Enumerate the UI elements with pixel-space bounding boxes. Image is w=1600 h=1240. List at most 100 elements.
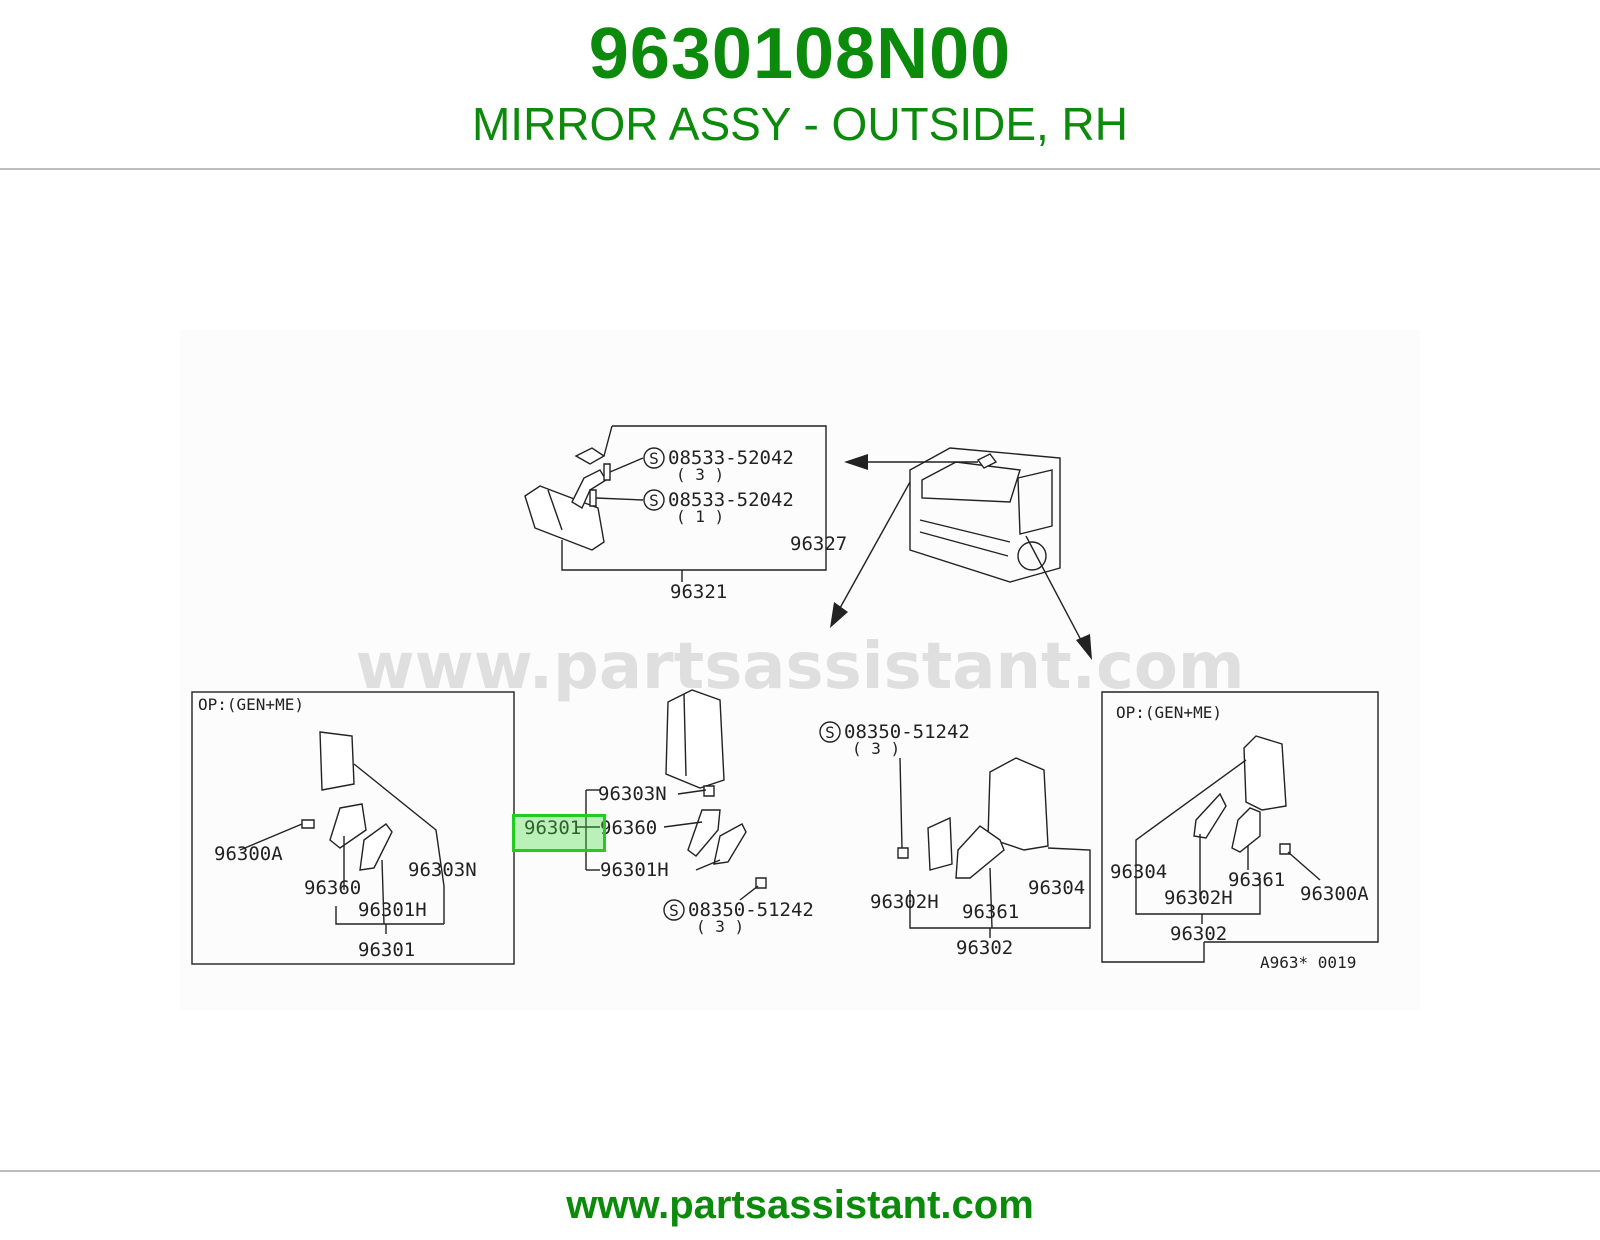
center-leader-96360 xyxy=(663,821,703,828)
right-mid-bracket-line xyxy=(909,847,1091,929)
arrow-to-right xyxy=(1025,535,1083,643)
page-header: 9630108N00 MIRROR ASSY - OUTSIDE, RH xyxy=(0,0,1600,170)
right-box-frame xyxy=(1101,691,1379,963)
leader-96301H-left xyxy=(381,859,385,925)
van-grille-icon xyxy=(919,519,1011,557)
right-mirror-head-icon xyxy=(1243,735,1287,811)
left-screw-icon xyxy=(301,819,315,829)
van-inner-mirror-icon xyxy=(976,453,998,469)
center-mirror-edge xyxy=(683,693,687,777)
center-leader-96303N xyxy=(677,789,707,795)
right-mid-plate-icon xyxy=(927,816,953,871)
s-symbol-text-4: S xyxy=(825,723,835,742)
label-96301-left: 96301 xyxy=(358,939,415,961)
base-leader xyxy=(603,425,613,457)
label-96361-mid: 96361 xyxy=(962,901,1019,923)
center-mirror-head-icon xyxy=(665,689,725,789)
left-bracket-base xyxy=(335,906,444,925)
label-96360-center: 96360 xyxy=(600,817,657,839)
s-symbol-text-3: S xyxy=(669,901,679,920)
leader-96361-mid xyxy=(989,867,993,929)
leader-96300A-right xyxy=(1287,851,1321,881)
label-96361-right: 96361 xyxy=(1228,869,1285,891)
footer-website-link[interactable]: www.partsassistant.com xyxy=(566,1183,1034,1227)
label-qty-1: ( 1 ) xyxy=(676,507,724,526)
van-wheel-icon xyxy=(1017,541,1047,571)
left-mirror-head-icon xyxy=(319,731,355,791)
label-96304-mid: 96304 xyxy=(1028,877,1085,899)
screw-leader-2 xyxy=(595,497,644,501)
label-96327: 96327 xyxy=(790,533,847,555)
arrowhead-inner xyxy=(844,454,868,470)
arrow-to-center xyxy=(839,481,911,609)
vehicle-sketch xyxy=(830,447,1092,660)
arrowhead-right xyxy=(1076,634,1092,660)
label-96302-right: 96302 xyxy=(1170,923,1227,945)
left-option-box: OP:(GEN+ME) 96300A 96360 96303N 96301H 9… xyxy=(191,691,515,965)
label-08533-52042-a: 08533-52042 xyxy=(668,447,794,469)
screw-icon-2 xyxy=(589,489,597,507)
diagram-canvas: www.partsassistant.com S 08533-52042 ( 3… xyxy=(191,425,1379,972)
right-mid-mirror-group: S 08350-51242 ( 3 ) 96302H 96361 96304 9… xyxy=(819,721,1091,959)
label-96301H-center: 96301H xyxy=(600,859,669,881)
label-qty-3-right-mid: ( 3 ) xyxy=(852,739,900,758)
right-mid-screw-leader xyxy=(899,757,903,849)
right-bracket-line xyxy=(1135,759,1261,915)
right-box-title: OP:(GEN+ME) xyxy=(1116,703,1222,722)
s-symbol-icon-1 xyxy=(643,447,665,469)
s-symbol-icon-2 xyxy=(643,489,665,511)
s-symbol-text-1: S xyxy=(649,449,659,468)
highlighted-part-marker[interactable] xyxy=(512,814,606,852)
mirror-base-icon xyxy=(574,447,606,465)
leader-96303N-left xyxy=(353,763,445,924)
label-96360-left: 96360 xyxy=(304,877,361,899)
label-08350-51242-center: 08350-51242 xyxy=(688,899,814,921)
right-mid-mirror-head-icon xyxy=(987,757,1049,851)
left-plate-icon xyxy=(359,823,393,871)
center-mirror-group: 96303N 96360 96301H S 08350-51242 ( 3 ) … xyxy=(524,689,814,936)
center-plate-icon xyxy=(713,823,747,865)
label-96304-right: 96304 xyxy=(1110,861,1167,883)
s-symbol-text-2: S xyxy=(649,491,659,510)
center-leader-screw xyxy=(739,885,759,901)
part-number-title: 9630108N00 xyxy=(588,14,1012,94)
label-08350-51242-right-mid: 08350-51242 xyxy=(844,721,970,743)
arrowhead-center xyxy=(830,602,848,628)
parts-diagram: www.partsassistant.com S 08533-52042 ( 3… xyxy=(180,330,1420,1010)
van-body-icon xyxy=(909,447,1061,583)
screw-icon-1 xyxy=(603,463,611,481)
rear-view-mirror-icon xyxy=(524,485,605,551)
watermark-text: www.partsassistant.com xyxy=(355,630,1244,704)
label-96301H-left: 96301H xyxy=(358,899,427,921)
inner-mirror-group: S 08533-52042 ( 3 ) S 08533-52042 ( 1 ) … xyxy=(524,425,847,603)
label-96321: 96321 xyxy=(670,581,727,603)
left-bracket-icon xyxy=(329,803,367,849)
label-96301-highlighted: 96301 xyxy=(524,817,581,839)
label-96302H-mid: 96302H xyxy=(870,891,939,913)
s-symbol-icon-3 xyxy=(663,899,685,921)
label-qty-3-center: ( 3 ) xyxy=(696,917,744,936)
label-08533-52042-b: 08533-52042 xyxy=(668,489,794,511)
label-96300A-right: 96300A xyxy=(1300,883,1369,905)
screw-leader-1 xyxy=(609,457,644,473)
top-divider xyxy=(0,168,1600,170)
leader-96300A-left xyxy=(239,823,303,851)
mirror-edge-line xyxy=(547,489,563,531)
center-screw-icon xyxy=(755,877,767,889)
label-96302H-right: 96302H xyxy=(1164,887,1233,909)
label-96303N-center: 96303N xyxy=(598,783,667,805)
label-96302-mid: 96302 xyxy=(956,937,1013,959)
right-option-box: OP:(GEN+ME) 96304 96302H 96361 96300A 96… xyxy=(1101,691,1379,972)
van-windshield-icon xyxy=(921,461,1021,503)
left-box-title: OP:(GEN+ME) xyxy=(198,695,304,714)
label-96300A-left: 96300A xyxy=(214,843,283,865)
right-plate-icon xyxy=(1193,792,1227,839)
center-bracket-icon xyxy=(687,809,721,857)
inner-bracket-line xyxy=(561,425,827,571)
mirror-stay-icon xyxy=(571,469,607,510)
drawing-code-label: A963* 0019 xyxy=(1260,953,1356,972)
s-symbol-icon-4 xyxy=(819,721,841,743)
center-leader-96301H xyxy=(695,859,721,871)
right-bracket-icon xyxy=(1231,807,1261,853)
part-name-subtitle: MIRROR ASSY - OUTSIDE, RH xyxy=(471,98,1129,150)
